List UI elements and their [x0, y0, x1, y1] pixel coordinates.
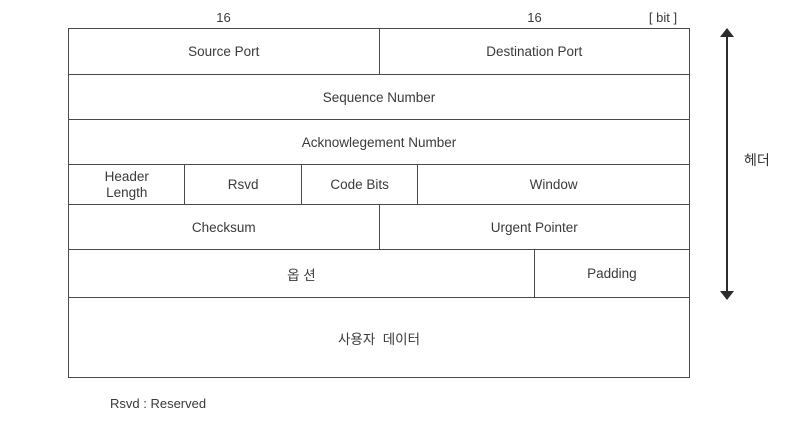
bit-scale: 16 16 [ bit ] — [68, 8, 690, 28]
arrow-up-icon — [720, 28, 734, 37]
field-cell: Rsvd — [184, 164, 302, 205]
sequence-row: Sequence Number — [68, 74, 690, 120]
field-cell: Urgent Pointer — [378, 204, 690, 250]
field-cell: Acknowlegement Number — [68, 119, 690, 165]
arrow-down-icon — [720, 291, 734, 300]
field-cell: Source Port — [68, 28, 380, 75]
field-cell: Window — [417, 164, 690, 205]
field-cell: Code Bits — [300, 164, 419, 205]
bit-scale-left-label: 16 — [216, 10, 231, 25]
field-cell: 옵 션 — [68, 249, 535, 298]
field-cell: Sequence Number — [68, 74, 690, 120]
field-cell: Checksum — [68, 204, 380, 250]
legend-footnote: Rsvd : Reserved — [110, 396, 207, 411]
arrow-shaft — [726, 34, 728, 294]
header-span-label: 헤더 — [744, 152, 770, 168]
field-cell: Header Length — [67, 164, 186, 205]
header-span-arrow — [718, 28, 736, 300]
field-cell: 사용자 데이터 — [68, 297, 690, 378]
bit-scale-unit-label: [ bit ] — [648, 10, 678, 25]
user-data-row: 사용자 데이터 — [68, 297, 690, 378]
field-cell: Destination Port — [378, 28, 690, 75]
field-cell: Padding — [533, 249, 691, 298]
bit-scale-right-label: 16 — [527, 10, 542, 25]
acknowledgement-row: Acknowlegement Number — [68, 119, 690, 165]
